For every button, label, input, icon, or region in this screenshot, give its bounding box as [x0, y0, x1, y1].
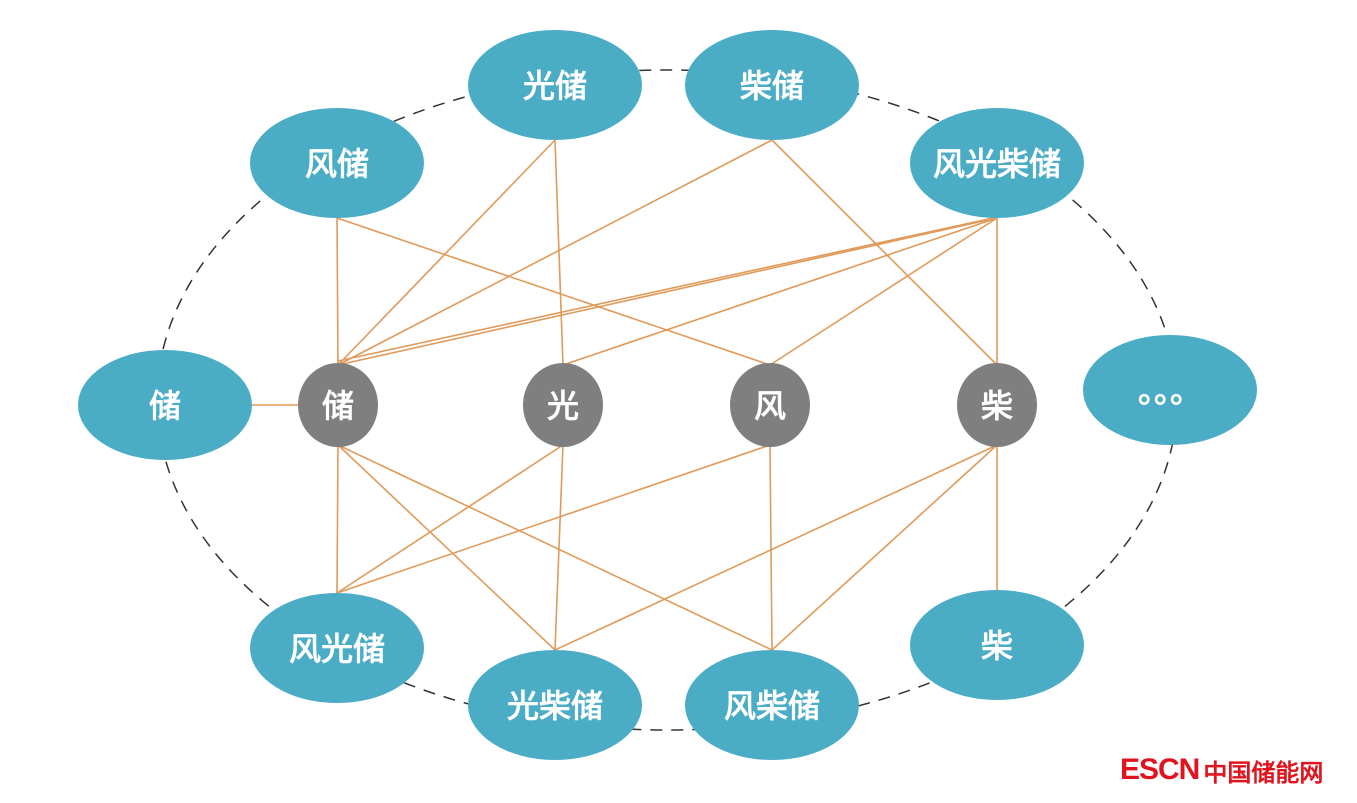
node-label: 柴储: [740, 67, 804, 105]
node-ellipse: [250, 108, 424, 218]
combo-node-chu_outer: 储: [78, 350, 252, 460]
node-ellipse: [910, 590, 1084, 700]
node-ellipse: [250, 593, 424, 703]
node-ellipse: [685, 650, 859, 760]
node-label: 储: [322, 387, 354, 425]
node-ellipse: [78, 350, 252, 460]
combo-node-fgcc: 风光柴储: [910, 108, 1084, 218]
node-circle: [957, 363, 1037, 447]
edge-chu-gcc: [337, 444, 556, 651]
node-circle: [523, 363, 603, 447]
node-label: 风光储: [289, 630, 385, 668]
edge-chaichu-chu: [337, 139, 773, 366]
node-label: 光储: [523, 67, 587, 105]
node-circle: [298, 363, 378, 447]
edge-guang-gcc: [554, 444, 564, 651]
node-ellipse: [468, 30, 642, 140]
edge-fgcc-chu: [337, 217, 994, 362]
edge-guangchu-guang: [554, 139, 564, 366]
combo-node-fcc: 风柴储: [685, 650, 859, 760]
combo-node-more: 。。。: [1083, 335, 1257, 445]
edge-feng-fgc: [336, 444, 771, 594]
combo-node-chai_outer: 柴: [910, 590, 1084, 700]
edge-chu-fcc: [337, 444, 773, 651]
logo-cn: 中国储能网: [1203, 758, 1324, 787]
combo-node-guangchu: 光储: [468, 30, 642, 140]
edges: [252, 139, 998, 651]
nodes: 光储柴储风储风光柴储储。。。风光储光柴储风柴储柴储光风柴: [78, 30, 1257, 760]
node-label: 风储: [305, 145, 369, 183]
combo-node-fengchu: 风储: [250, 108, 424, 218]
edge-chai-fcc: [771, 444, 998, 651]
core-node-feng: 风: [730, 363, 810, 447]
node-ellipse: [685, 30, 859, 140]
node-label: 风柴储: [724, 687, 820, 725]
edge-guang-fgc: [336, 444, 564, 594]
node-ellipse: [468, 650, 642, 760]
node-label: 光: [547, 387, 579, 425]
core-node-chai: 柴: [957, 363, 1037, 447]
core-node-chu: 储: [298, 363, 378, 447]
edge-guangchu-chu: [337, 139, 556, 366]
node-label: 光柴储: [507, 687, 603, 725]
edge-chai-gcc: [554, 444, 998, 651]
edge-fengchu-chu: [336, 217, 339, 366]
node-label: 风光柴储: [933, 145, 1061, 183]
combo-node-fgc: 风光储: [250, 593, 424, 703]
node-label: 。。。: [1138, 372, 1202, 410]
combo-node-gcc: 光柴储: [468, 650, 642, 760]
edge-fengchu-feng: [336, 217, 771, 366]
edge-fgcc-feng: [769, 217, 998, 366]
edge-fgcc-guang: [562, 217, 998, 366]
node-ellipse: [910, 108, 1084, 218]
escn-logo: ESCN 中国储能网: [1120, 752, 1323, 788]
edge-feng-fcc: [769, 444, 773, 651]
node-label: 储: [149, 387, 181, 425]
node-ellipse: [1083, 335, 1257, 445]
edge-fgcc-chu: [337, 217, 998, 366]
edge-chu-fgc: [336, 444, 339, 594]
node-label: 风: [754, 387, 786, 425]
logo-en: ESCN: [1120, 753, 1200, 786]
node-circle: [730, 363, 810, 447]
combo-node-chaichu: 柴储: [685, 30, 859, 140]
edge-chaichu-chai: [771, 139, 998, 366]
node-label: 柴: [981, 627, 1013, 665]
node-label: 柴: [981, 387, 1013, 425]
core-node-guang: 光: [523, 363, 603, 447]
